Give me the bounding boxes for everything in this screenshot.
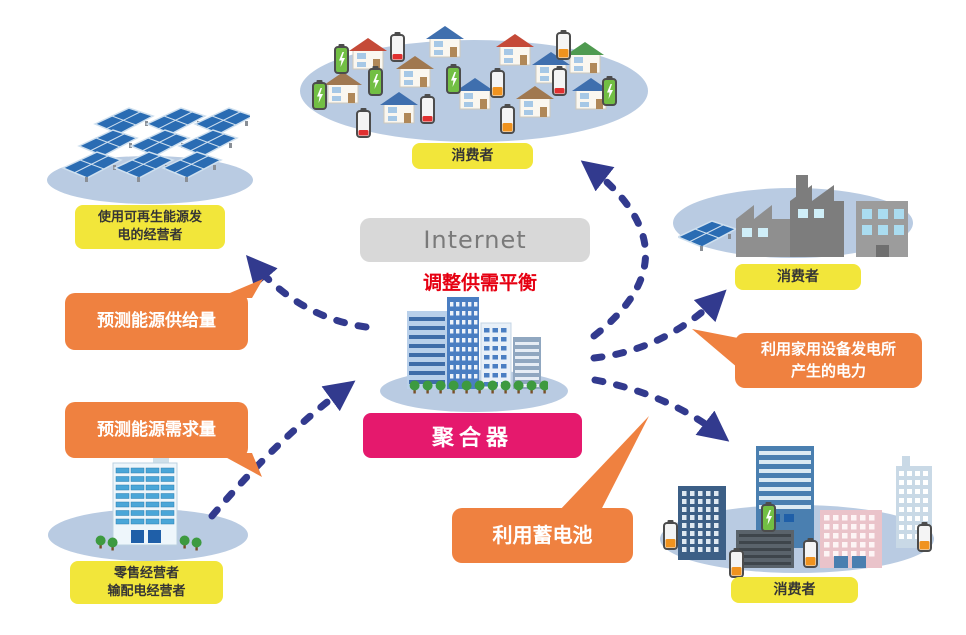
battery-icon (356, 108, 371, 138)
house-icon (516, 86, 554, 118)
aggregator-buildings-icon (407, 297, 548, 394)
solar-operator-label: 使用可再生能源发 电的经营者 (75, 205, 225, 249)
supply-forecast-callout: 预测能源供给量 (65, 293, 248, 350)
tree-icon (474, 380, 485, 394)
solar-panel-icon (61, 151, 123, 182)
tree-icon (422, 380, 433, 394)
house-icon (566, 42, 604, 74)
tree-icon (179, 535, 190, 549)
tree-icon (191, 537, 202, 551)
house-icon (380, 92, 418, 124)
battery-icon (729, 548, 744, 578)
house-icon (496, 34, 534, 66)
house-icon (396, 56, 434, 88)
tree-icon (107, 537, 118, 551)
battery-icon (663, 520, 678, 550)
house-icon (426, 26, 464, 58)
tree-icon (526, 380, 537, 394)
battery-icon (312, 80, 327, 110)
aggregator-label: 聚合器 (363, 413, 582, 458)
tree-icon (461, 380, 472, 394)
tree-icon (435, 380, 446, 394)
storage-callout-tail (558, 416, 649, 512)
top-consumer-label: 消费者 (412, 143, 533, 169)
battery-icon (500, 104, 515, 134)
solar-panel-icon (161, 151, 223, 182)
office-building-icon (856, 201, 908, 257)
tree-icon (500, 380, 511, 394)
internet-box: Internet (360, 218, 590, 262)
battery-icon (334, 44, 349, 74)
factory-icon (736, 205, 790, 257)
battery-icon (556, 30, 571, 60)
battery-icon (602, 76, 617, 106)
arrow-retail-to-aggregator (208, 380, 356, 520)
city-buildings-with-batteries-illustration (663, 446, 932, 578)
arrow-aggregator-to-top-consumer (580, 160, 649, 340)
home-generation-callout-tail (692, 329, 738, 368)
supply-demand-balance-text: 调整供需平衡 (422, 272, 537, 294)
arrow-aggregator-to-right-consumer (590, 289, 727, 362)
right-consumer-label: 消费者 (735, 264, 861, 290)
battery-icon (552, 66, 567, 96)
house-icon (324, 72, 362, 104)
tree-icon (539, 380, 548, 394)
battery-icon (420, 94, 435, 124)
bottom-consumer-label: 消费者 (731, 577, 858, 603)
battery-icon (390, 32, 405, 62)
house-icon (572, 78, 610, 110)
demand-callout-tail (218, 453, 262, 477)
battery-icon (917, 522, 932, 552)
retail-operator-label: 零售经营者 输配电经营者 (70, 561, 223, 604)
tree-icon (513, 380, 524, 394)
retail-operator-building-icon (95, 458, 202, 551)
arrow-aggregator-to-bottom-consumer (591, 376, 730, 442)
solar-panel-array-icon (61, 107, 250, 182)
tree-icon (448, 380, 459, 394)
battery-icon (368, 66, 383, 96)
solar-panel-icon (113, 151, 175, 182)
tree-icon (409, 380, 420, 394)
battery-icon (803, 538, 818, 568)
tree-icon (95, 535, 106, 549)
battery-icon (761, 502, 776, 532)
internet-label: Internet (423, 226, 527, 254)
demand-forecast-callout: 预测能源需求量 (65, 402, 248, 458)
storage-battery-callout: 利用蓄电池 (452, 508, 633, 563)
house-icon (456, 78, 494, 110)
houses-with-batteries-illustration (312, 26, 617, 138)
factory-icon (790, 175, 844, 257)
factory-consumer-icon (678, 175, 908, 257)
tree-icon (487, 380, 498, 394)
battery-icon (490, 68, 505, 98)
battery-icon (446, 64, 461, 94)
home-generation-callout: 利用家用设备发电所 产生的电力 (735, 333, 922, 388)
arrow-aggregator-to-solar-operator (245, 254, 370, 331)
house-icon (349, 38, 387, 70)
